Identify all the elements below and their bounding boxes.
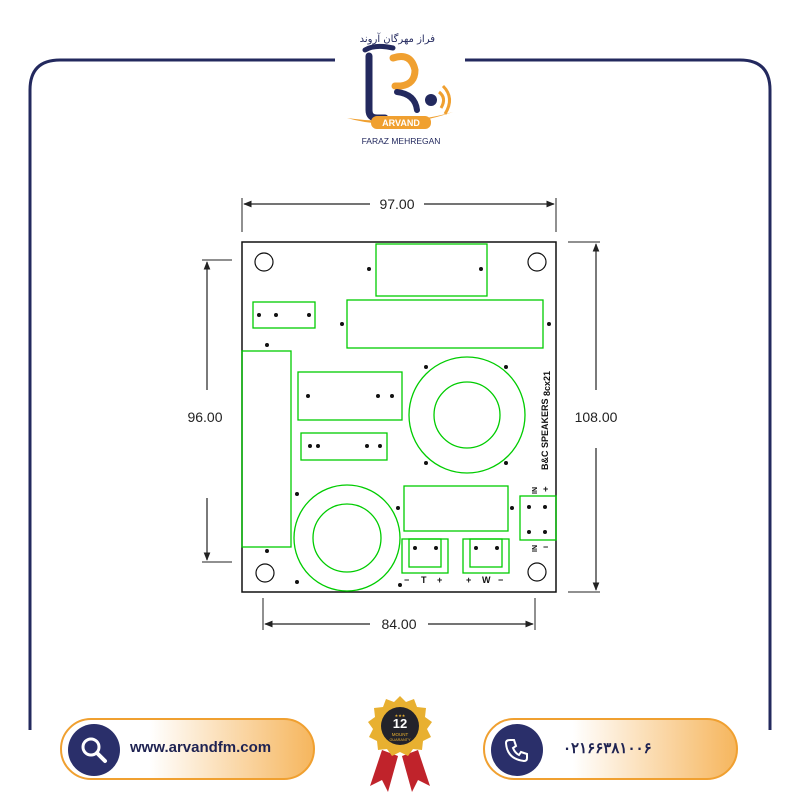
website-link[interactable]: www.arvandfm.com (130, 739, 272, 756)
warranty-label: GUARANTY (389, 738, 411, 742)
phone-number[interactable]: ۰۲۱۶۶۳۸۱۰۰۶ (563, 740, 652, 757)
pcb-in-top-label: IN (532, 487, 539, 494)
mounting-holes (254, 252, 547, 583)
dimension-bottom-label: 84.00 (381, 616, 416, 632)
warranty-number: 12 (393, 716, 407, 731)
search-icon (68, 724, 120, 776)
pcb-w-label: W (482, 575, 491, 585)
dimension-left-label: 96.00 (187, 409, 222, 425)
pcb-t-plus: + (437, 575, 442, 585)
website-pill[interactable]: www.arvandfm.com (60, 718, 315, 780)
arvand-logo: فراز مهرگان آروند ARVAND FARAZ MEHREGAN (347, 32, 453, 146)
pcb-in-minus: − (543, 542, 548, 552)
pcb-in-bottom-label: IN (532, 545, 539, 552)
phone-icon (491, 724, 543, 776)
warranty-badge: 12 MOUNT GUARANTY ★★★ (368, 696, 432, 792)
dimension-top: 97.00 (241, 196, 557, 232)
logo-latin-name: ARVAND (382, 118, 420, 128)
warranty-stars: ★★★ (395, 713, 406, 718)
pcb-t-minus: − (404, 575, 409, 585)
pcb-pads (257, 267, 551, 587)
pcb-t-label: T (421, 575, 427, 585)
pcb-model-label: 8cx21 (542, 371, 552, 396)
pcb-in-plus: + (543, 484, 548, 494)
dimension-top-label: 97.00 (379, 196, 414, 212)
dimension-right: 108.00 (568, 241, 618, 593)
dimension-bottom: 84.00 (262, 598, 536, 632)
dimension-left: 96.00 (187, 259, 232, 563)
warranty-unit: MOUNT (392, 732, 409, 737)
logo-company: FARAZ MEHREGAN (362, 136, 441, 146)
logo-tagline: فراز مهرگان آروند (360, 32, 436, 45)
phone-pill[interactable]: ۰۲۱۶۶۳۸۱۰۰۶ (483, 718, 738, 780)
pcb-w-plus: + (466, 575, 471, 585)
pcb-components (241, 243, 557, 592)
pcb-brand-label: B&C SPEAKERS (540, 398, 550, 470)
dimension-right-label: 108.00 (575, 409, 618, 425)
pcb-w-minus: − (498, 575, 503, 585)
